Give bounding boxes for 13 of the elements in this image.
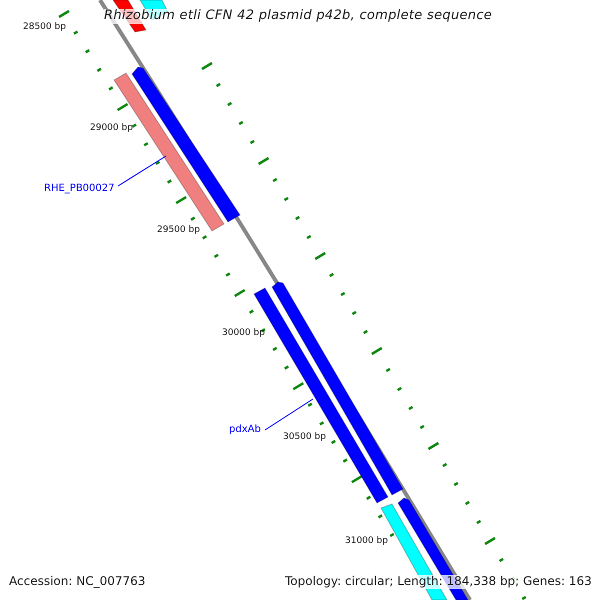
tick-label: 29000 bp — [90, 123, 133, 134]
tick-label: 29500 bp — [157, 225, 200, 236]
gene-label: RHE_PB00027 — [44, 183, 114, 194]
leader-line — [118, 156, 166, 186]
gene-label: pdxAb — [229, 424, 261, 436]
tick-label: 30500 bp — [283, 432, 326, 442]
tick-label: 30000 bp — [222, 328, 265, 338]
leader-line — [264, 398, 314, 430]
tick-label: 28500 bp — [23, 22, 66, 32]
footer-text: Accession: NC_007763 — [9, 575, 146, 589]
title: Rhizobium etli CFN 42 plasmid p42b, complete sequence — [104, 9, 492, 24]
footer-text: Topology: circular; Length: 184,338 bp; Genes: 163 — [285, 575, 592, 589]
tick-label: 31000 bp — [345, 536, 388, 546]
